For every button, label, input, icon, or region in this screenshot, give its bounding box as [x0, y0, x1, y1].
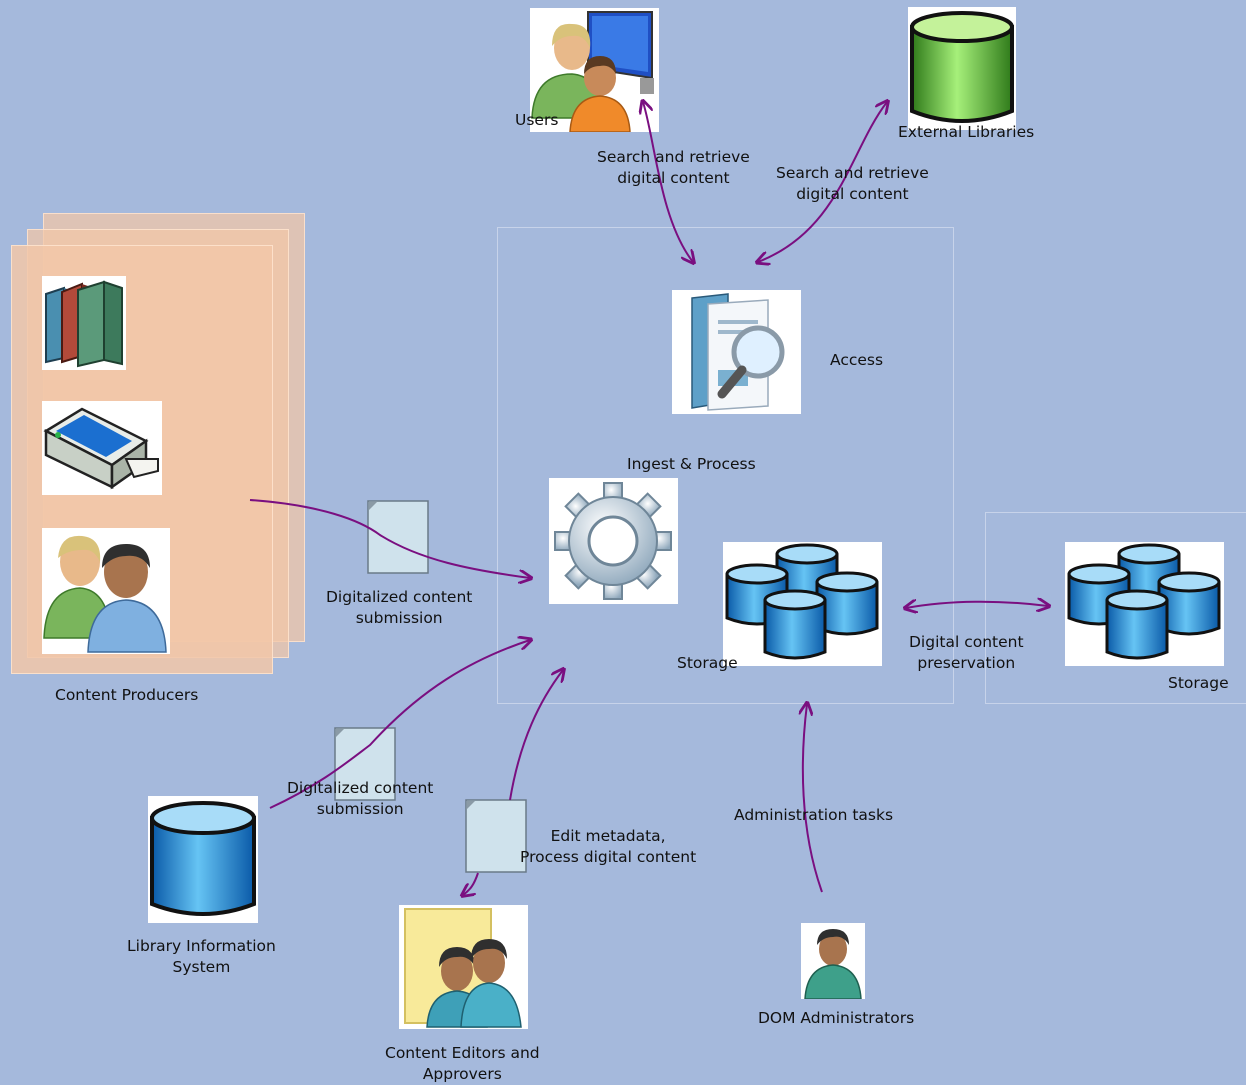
books-icon: [42, 276, 126, 370]
users-label: Users: [515, 111, 559, 129]
people-icon: [42, 528, 170, 654]
arrow-admin-system: [803, 704, 823, 893]
search-retrieve-external-label: Search and retrieve digital content: [776, 164, 929, 203]
database-cluster-icon: [1065, 542, 1224, 666]
document-magnifier-icon: [672, 290, 801, 414]
gear-icon: [549, 478, 678, 604]
content-producers-label: Content Producers: [55, 686, 199, 704]
library-information-system-label: Library Information System: [127, 937, 276, 976]
digitalized-submission-producers-label: Digitalized content submission: [326, 588, 473, 627]
scanner-icon: [42, 401, 162, 495]
users-computer-icon: [530, 8, 659, 132]
search-retrieve-users-label: Search and retrieve digital content: [597, 148, 750, 187]
access-label: Access: [830, 351, 884, 369]
external-libraries-label: External Libraries: [898, 123, 1035, 141]
content-editors-label: Content Editors and Approvers: [385, 1044, 540, 1083]
administration-tasks-label: Administration tasks: [734, 806, 894, 824]
storage-external-label: Storage: [1168, 674, 1229, 692]
database-cluster-icon: [723, 542, 882, 666]
central-system-frame: [497, 227, 954, 704]
ingest-process-label: Ingest & Process: [627, 455, 756, 473]
digital-preservation-label: Digital content preservation: [909, 633, 1024, 672]
edit-metadata-label: Edit metadata, Process digital content: [520, 827, 697, 866]
arrow-editors-doc: [463, 872, 479, 895]
storage-main-label: Storage: [677, 654, 738, 672]
digitalized-submission-lis-label: Digitalized content submission: [287, 779, 434, 818]
dom-administrators-label: DOM Administrators: [758, 1009, 915, 1027]
document-icon: [465, 799, 527, 873]
document-icon: [367, 500, 429, 574]
green-cylinder-icon: [908, 7, 1016, 130]
admin-person-icon: [801, 923, 865, 999]
editors-icon: [399, 905, 528, 1029]
blue-cylinder-icon: [148, 796, 258, 923]
